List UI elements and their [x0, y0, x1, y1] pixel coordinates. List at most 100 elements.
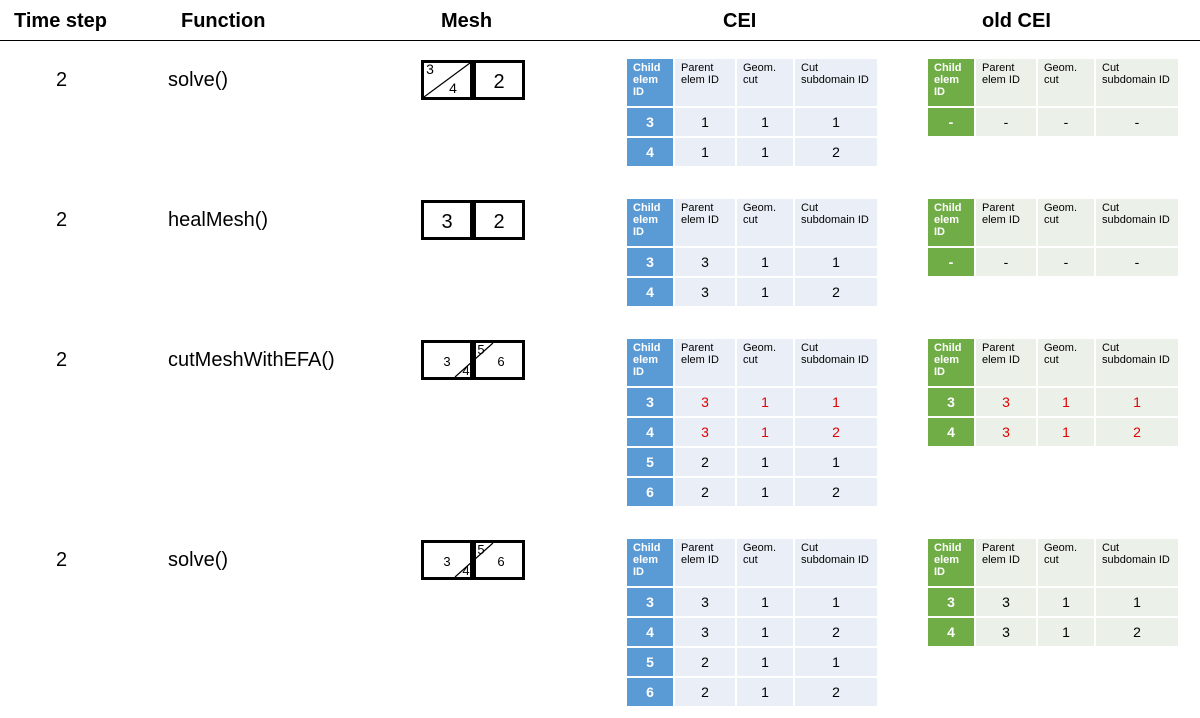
header-parent-elem-id: Parent elem ID — [675, 539, 735, 586]
time-step-value: 2 — [56, 549, 68, 571]
header-child-elem-id: Child elem ID — [928, 59, 974, 106]
table-cell: 3 — [976, 418, 1036, 446]
table-cell: 4 — [627, 418, 673, 446]
table-cell: 1 — [737, 588, 793, 616]
table-cell: 1 — [737, 418, 793, 446]
table-cell: 1 — [1096, 388, 1178, 416]
mesh-element-right — [473, 60, 525, 100]
mesh-label: 3 — [441, 211, 452, 233]
header-time-step: Time step — [14, 10, 107, 32]
mesh-label: 2 — [493, 211, 504, 233]
mesh-cut-line — [454, 342, 494, 378]
mesh-label: 3 — [443, 354, 450, 369]
mesh-label: 2 — [493, 71, 504, 93]
header-cut-subdomain-id: Cut subdomain ID — [795, 339, 877, 386]
time-step-value: 2 — [56, 209, 68, 231]
table-cell: 4 — [627, 138, 673, 166]
table-cell: - — [928, 248, 974, 276]
table-cell: - — [1038, 108, 1094, 136]
header-cut-subdomain-id: Cut subdomain ID — [1096, 539, 1178, 586]
mesh-element-left — [421, 200, 473, 240]
table-row: ---- — [928, 108, 1178, 136]
table-cell: 2 — [1096, 418, 1178, 446]
mesh-cut-line — [423, 62, 471, 98]
header-geom-cut: Geom. cut — [1038, 539, 1094, 586]
table-cell: 3 — [675, 418, 735, 446]
table-cell: 1 — [675, 108, 735, 136]
header-parent-elem-id: Parent elem ID — [976, 539, 1036, 586]
mesh-element-left — [421, 340, 473, 380]
mesh-cut-line — [454, 542, 494, 578]
header-cut-subdomain-id: Cut subdomain ID — [1096, 59, 1178, 106]
table-cell: 1 — [737, 678, 793, 706]
table-cell: 1 — [1038, 418, 1094, 446]
table-cell: 3 — [976, 618, 1036, 646]
header-divider — [0, 40, 1200, 41]
mesh-label: 5 — [477, 342, 484, 357]
time-step-value: 2 — [56, 69, 68, 91]
table-cell: 3 — [675, 388, 735, 416]
header-cut-subdomain-id: Cut subdomain ID — [1096, 199, 1178, 246]
mesh-label: 4 — [449, 80, 457, 96]
header-parent-elem-id: Parent elem ID — [675, 199, 735, 246]
mesh-element-left — [421, 540, 473, 580]
header-child-elem-id: Child elem ID — [928, 199, 974, 246]
table-cell: - — [1096, 108, 1178, 136]
mesh-label: 5 — [477, 542, 484, 557]
table-cell: 1 — [737, 248, 793, 276]
table-cell: 5 — [627, 648, 673, 676]
table-cell: 2 — [795, 618, 877, 646]
table-cell: 3 — [675, 618, 735, 646]
table-cell: 1 — [795, 448, 877, 476]
header-cut-subdomain-id: Cut subdomain ID — [795, 539, 877, 586]
function-name: healMesh() — [168, 209, 269, 231]
mesh-label: 4 — [462, 563, 469, 578]
header-parent-elem-id: Parent elem ID — [675, 339, 735, 386]
header-geom-cut: Geom. cut — [1038, 199, 1094, 246]
header-cei: CEI — [723, 10, 757, 32]
table-cell: - — [976, 248, 1036, 276]
mesh-element-right — [473, 200, 525, 240]
header-geom-cut: Geom. cut — [737, 199, 793, 246]
table-cell: 4 — [627, 618, 673, 646]
table-cell: 3 — [627, 108, 673, 136]
table-cell: 3 — [627, 588, 673, 616]
mesh-label: 6 — [497, 554, 504, 569]
mesh-element-left — [421, 60, 473, 100]
table-cell: 1 — [737, 278, 793, 306]
header-function: Function — [181, 10, 266, 32]
table-cell: 2 — [675, 448, 735, 476]
mesh-label: 4 — [462, 363, 469, 378]
table-cell: 1 — [737, 618, 793, 646]
header-parent-elem-id: Parent elem ID — [675, 59, 735, 106]
header-child-elem-id: Child elem ID — [627, 539, 673, 586]
table-cell: 3 — [675, 588, 735, 616]
table-cell: 1 — [1038, 618, 1094, 646]
header-geom-cut: Geom. cut — [737, 59, 793, 106]
